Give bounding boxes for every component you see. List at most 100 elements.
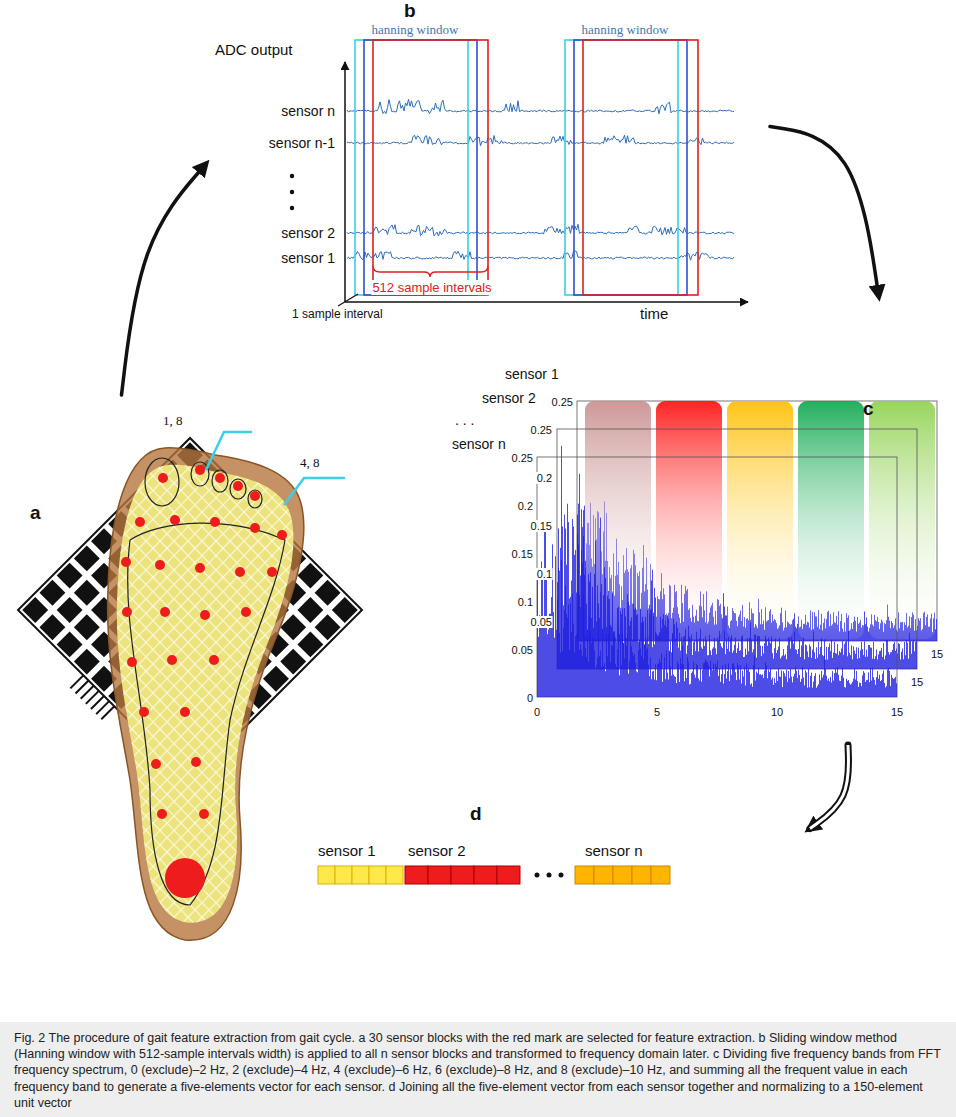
figure-label: hanning window (371, 22, 458, 37)
figure-label: sensor 1 (318, 842, 376, 859)
sensor-trace (347, 99, 734, 260)
panel-region: a (15, 395, 370, 945)
figure-label: hanning window (581, 22, 668, 37)
ellipsis-dots (290, 206, 294, 210)
figure-label: 15 (891, 706, 903, 718)
foot-outline (108, 448, 304, 940)
foot-outline (212, 470, 228, 492)
fft-spectrum (537, 401, 937, 697)
sensor-mat (315, 580, 341, 606)
label-box: sensor 1 (505, 365, 559, 383)
fft-spectrum (656, 401, 722, 639)
sensor-mat (297, 597, 323, 623)
figure-label: 0.25 (530, 424, 553, 436)
feature-vector (428, 866, 451, 884)
figure-label: sensor n (281, 103, 335, 119)
label-box: sensor n-1 (269, 134, 335, 152)
sensor-mat (57, 597, 83, 623)
label-box: 4, 8 (300, 453, 320, 471)
sensor-trace (347, 135, 734, 146)
foot-outline (145, 458, 179, 506)
leader-line (206, 432, 252, 470)
figure-label: 0.1 (536, 568, 553, 580)
figure-label: 0.15 (512, 548, 533, 560)
selected-sensor-dots (157, 809, 167, 819)
fft-spectrum (537, 457, 897, 697)
selected-sensor-dots (151, 759, 161, 769)
figure-label: 1, 8 (163, 413, 183, 428)
label-box: 0.15 (530, 516, 553, 534)
label-box: hanning window (581, 20, 668, 38)
sensor-mat (39, 614, 65, 640)
flow-arrow (810, 745, 849, 829)
label-box: sensor 2 (281, 224, 335, 242)
sensor-mat (297, 563, 323, 589)
label-box: sensor n (281, 102, 335, 120)
figure-caption: Fig. 2 The procedure of gait feature ext… (14, 1031, 941, 1110)
selected-sensor-dots (155, 560, 165, 570)
feature-vector (318, 866, 670, 884)
figure-label: sensor 2 (281, 225, 335, 241)
hanning-window (373, 40, 488, 295)
feature-vector (613, 866, 632, 884)
selected-sensor-dots (121, 465, 287, 898)
sensor-mat (74, 545, 100, 571)
foot-outline (128, 458, 285, 905)
label-box: 0.25 (552, 392, 573, 410)
label-box: ADC output (215, 41, 293, 59)
hanning-window (355, 40, 698, 295)
label-box: 1, 8 (163, 411, 183, 429)
selected-sensor-dots (195, 563, 205, 573)
feature-vector (369, 866, 386, 884)
label-box: 0.2 (518, 496, 533, 514)
figure-label: sensor n-1 (269, 135, 335, 151)
label-box: sensor n (585, 842, 643, 860)
ellipsis-dots (290, 190, 294, 194)
feature-vector (335, 866, 352, 884)
feature-vector (474, 866, 497, 884)
label-box: hanning window (371, 20, 458, 38)
sensor-mat (297, 631, 323, 657)
ellipsis-dots (535, 873, 540, 878)
interval-brace (373, 266, 488, 277)
selected-sensor-dots (250, 523, 260, 533)
figure-label: 0.25 (512, 452, 533, 464)
label-box: sensor 1 (318, 842, 376, 860)
figure-label: 0.25 (552, 396, 573, 408)
selected-sensor-dots (241, 607, 251, 617)
foot-outline (248, 490, 262, 508)
hanning-window (355, 40, 468, 295)
selected-sensor-dots (215, 473, 225, 483)
sensor-mat (263, 666, 289, 692)
figure-label: sensor 1 (281, 250, 335, 266)
feature-vector (451, 866, 474, 884)
sensor-mat (74, 614, 100, 640)
foot-outline (108, 448, 304, 940)
label-box: 0.1 (518, 592, 533, 610)
feature-vector (575, 866, 594, 884)
figure-label: 512 sample intervals (371, 280, 492, 295)
ellipsis-dots (535, 873, 564, 878)
figure-label: 0.05 (512, 644, 533, 656)
sensor-mat (74, 580, 100, 606)
selected-sensor-dots (139, 707, 149, 717)
plot-axis (344, 62, 346, 302)
feature-vector (651, 866, 670, 884)
fft-spectrum (727, 401, 793, 639)
figure-label: 0.1 (518, 596, 533, 608)
flow-arrow (810, 745, 849, 829)
label-box: 5 (654, 702, 660, 720)
feature-vector (386, 866, 403, 884)
figure-label: 0 (527, 692, 533, 704)
ellipsis-dots (290, 174, 294, 210)
selected-sensor-dots (200, 610, 210, 620)
foot-outline (117, 465, 294, 923)
panel-letter: b (404, 0, 416, 22)
selected-sensor-dots (191, 757, 201, 767)
flow-arrow (770, 127, 879, 295)
sensor-trace (347, 224, 734, 236)
flow-arrow (122, 165, 206, 395)
selected-sensor-dots (195, 465, 205, 475)
